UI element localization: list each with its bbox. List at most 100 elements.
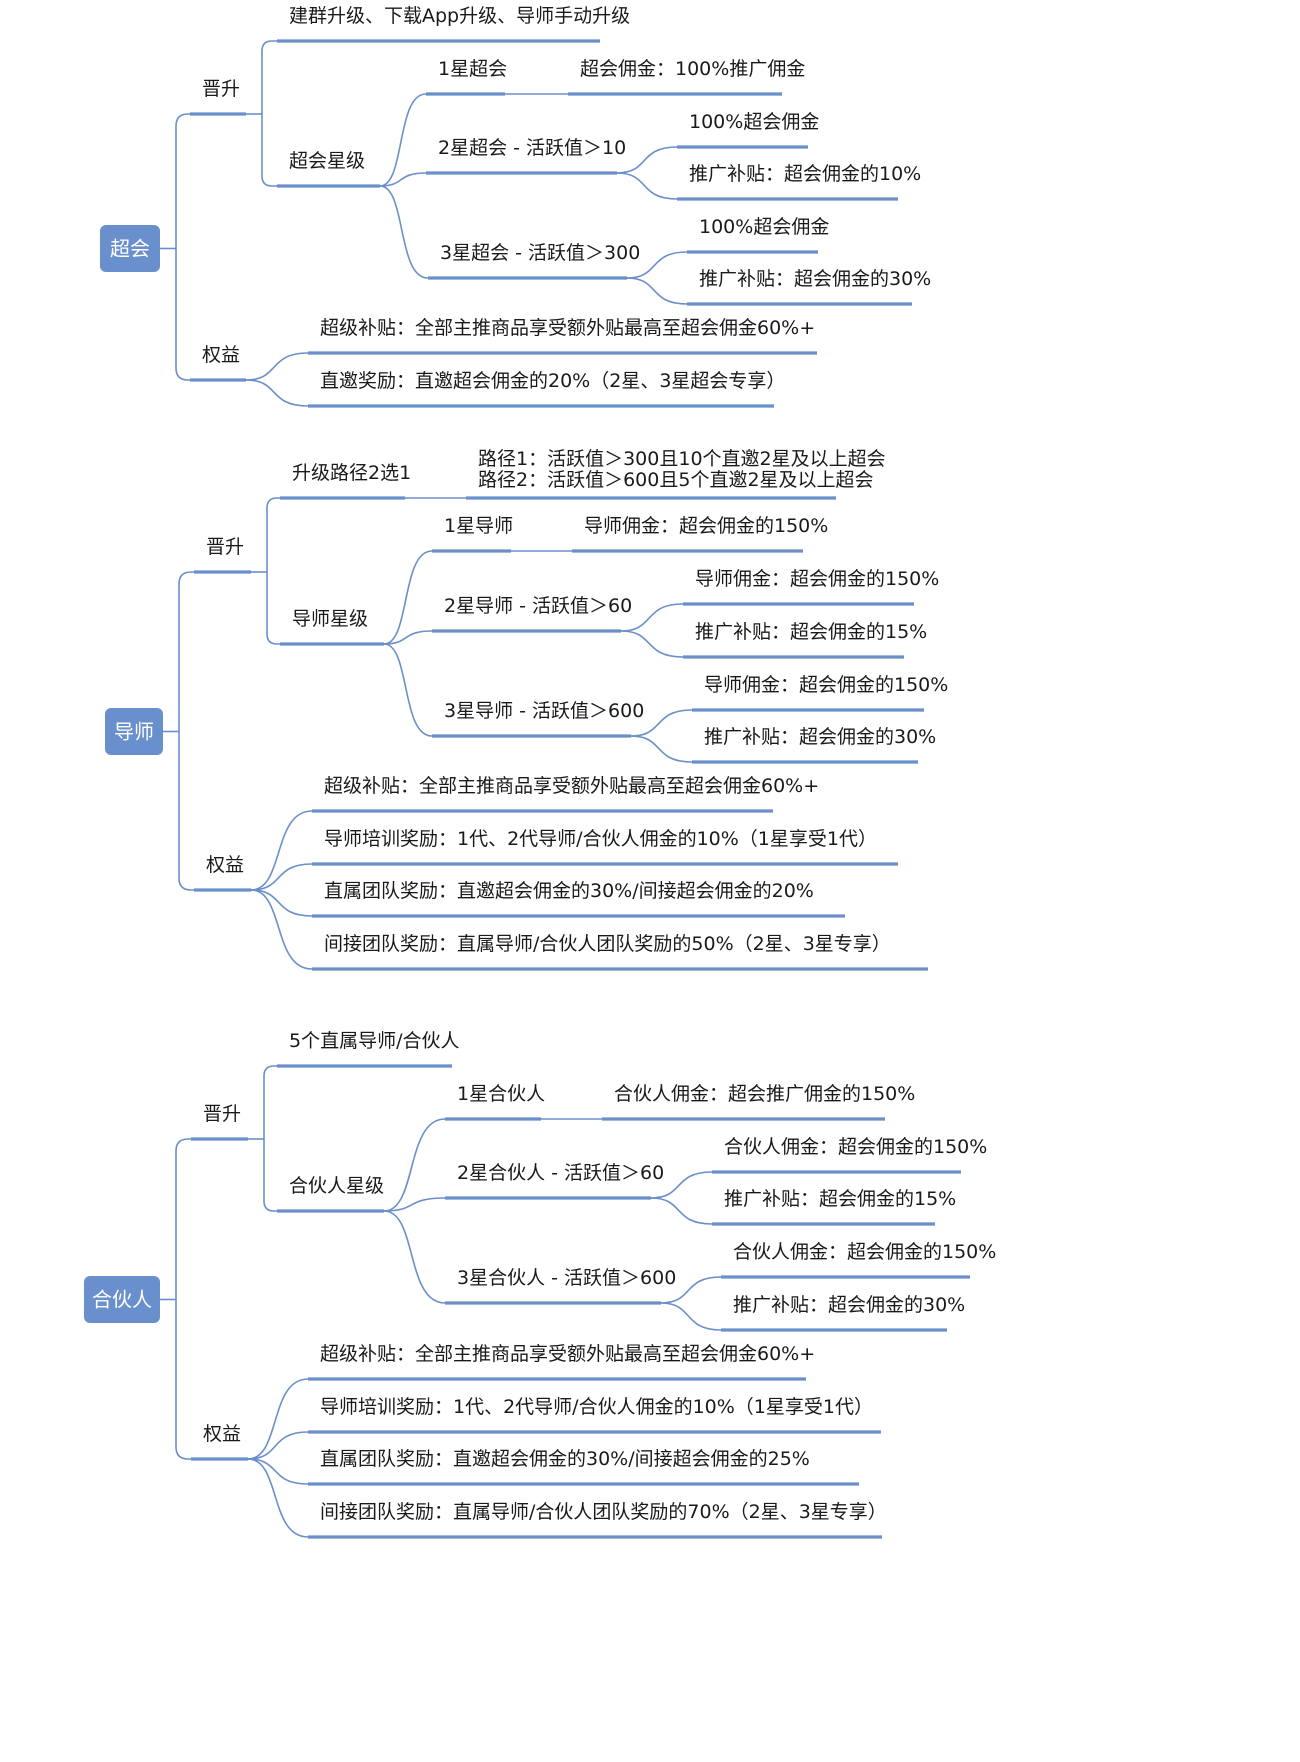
promotion-to-first — [263, 1065, 277, 1139]
level-node: 1星合伙人 — [457, 1083, 545, 1105]
reward-connector — [626, 251, 688, 279]
root-node-label: 合伙人 — [92, 1288, 152, 1312]
reward-connector — [620, 630, 684, 658]
benefit-item: 超级补贴：全部主推商品享受额外贴最高至超会佣金60%+ — [324, 775, 819, 797]
benefit-connector — [250, 889, 313, 970]
level-reward: 导师佣金：超会佣金的150% — [704, 674, 948, 696]
root-node-box — [84, 1276, 160, 1323]
level-node: 2星导师 - 活跃值＞60 — [444, 595, 632, 617]
benefit-connector — [247, 1458, 309, 1538]
benefit-item: 直属团队奖励：直邀超会佣金的30%/间接超会佣金的20% — [324, 880, 814, 902]
levels-label: 超会星级 — [289, 150, 365, 172]
spine-to-benefits — [175, 248, 190, 381]
reward-connector — [616, 172, 678, 200]
level-reward: 超会佣金：100%推广佣金 — [580, 58, 805, 80]
reward-connector — [626, 277, 688, 305]
levels-label: 合伙人星级 — [289, 1175, 384, 1197]
level-reward: 推广补贴：超会佣金的15% — [724, 1188, 956, 1210]
branch-promotion: 晋升 — [206, 536, 244, 558]
level-node: 1星导师 — [444, 515, 513, 537]
level-reward: 合伙人佣金：超会佣金的150% — [733, 1241, 996, 1263]
benefit-item: 超级补贴：全部主推商品享受额外贴最高至超会佣金60%+ — [320, 317, 815, 339]
benefit-connector — [245, 352, 309, 381]
level-reward: 推广补贴：超会佣金的10% — [689, 163, 921, 185]
reward-connector — [616, 146, 678, 174]
benefit-connector — [250, 810, 313, 891]
level-reward: 推广补贴：超会佣金的15% — [695, 621, 927, 643]
level-reward: 100%超会佣金 — [699, 216, 829, 238]
promotion-to-first — [266, 497, 280, 572]
connectors — [160, 40, 722, 1538]
benefit-item: 导师培训奖励：1代、2代导师/合伙人佣金的10%（1星享受1代） — [320, 1396, 873, 1418]
promotion-to-levels — [263, 1139, 277, 1212]
level-connector — [383, 643, 433, 737]
labels: 晋升权益建群升级、下载App升级、导师手动升级超会星级1星超会超会佣金：100%… — [202, 5, 996, 1523]
promotion-methods: 5个直属导师/合伙人 — [289, 1030, 460, 1052]
level-node: 2星超会 - 活跃值＞10 — [438, 137, 626, 159]
level-connector — [379, 172, 427, 187]
level-connector — [383, 630, 433, 645]
spine-to-promotion — [178, 571, 194, 732]
spine-to-benefits — [178, 731, 194, 891]
root-node-label: 导师 — [114, 720, 154, 744]
spine-to-promotion — [175, 1138, 191, 1300]
branch-promotion: 晋升 — [202, 78, 240, 100]
branch-benefits: 权益 — [206, 854, 244, 876]
branch-promotion: 晋升 — [203, 1103, 241, 1125]
benefit-connector — [247, 1431, 309, 1460]
promotion-to-levels — [266, 572, 280, 645]
upgrade-path-1: 路径1：活跃值＞300且10个直邀2星及以上超会 — [478, 448, 886, 470]
benefit-connector — [247, 1378, 309, 1460]
benefit-item: 间接团队奖励：直属导师/合伙人团队奖励的70%（2星、3星专享） — [320, 1501, 887, 1523]
benefit-connector — [247, 1458, 309, 1485]
level-node: 3星合伙人 - 活跃值＞600 — [457, 1267, 676, 1289]
root-node-label: 超会 — [110, 237, 150, 261]
level-connector — [379, 185, 429, 279]
branch-benefits: 权益 — [203, 1423, 241, 1445]
promotion-methods: 建群升级、下载App升级、导师手动升级 — [289, 5, 630, 27]
level-reward: 合伙人佣金：超会佣金的150% — [724, 1136, 987, 1158]
levels-label: 导师星级 — [292, 608, 368, 630]
level-reward: 推广补贴：超会佣金的30% — [733, 1294, 965, 1316]
promotion-to-first — [261, 40, 277, 114]
reward-connector — [630, 709, 693, 737]
level-connector — [383, 1197, 446, 1212]
spine-to-benefits — [175, 1299, 191, 1460]
reward-connector — [660, 1302, 722, 1331]
branch-benefits: 权益 — [202, 344, 240, 366]
underlines — [190, 39, 970, 1539]
benefit-connector — [245, 379, 309, 407]
benefit-item: 直属团队奖励：直邀超会佣金的30%/间接超会佣金的25% — [320, 1448, 810, 1470]
level-reward: 推广补贴：超会佣金的30% — [699, 268, 931, 290]
level-connector — [383, 550, 433, 645]
level-node: 2星合伙人 - 活跃值＞60 — [457, 1162, 664, 1184]
level-connector — [379, 93, 427, 187]
spine-to-promotion — [175, 113, 190, 249]
benefit-item: 直邀奖励：直邀超会佣金的20%（2星、3星超会专享） — [320, 370, 785, 392]
level-connector — [383, 1118, 446, 1212]
level-node: 3星导师 - 活跃值＞600 — [444, 700, 644, 722]
level-reward: 合伙人佣金：超会推广佣金的150% — [614, 1083, 915, 1105]
level-connector — [383, 1210, 446, 1304]
upgrade-paths-label: 升级路径2选1 — [292, 462, 411, 484]
upgrade-path-2: 路径2：活跃值＞600且5个直邀2星及以上超会 — [478, 469, 874, 491]
benefit-connector — [250, 863, 313, 891]
reward-connector — [630, 735, 693, 763]
reward-connector — [660, 1276, 722, 1304]
promotion-to-levels — [261, 114, 277, 187]
benefit-connector — [250, 889, 313, 917]
reward-connector — [620, 603, 684, 632]
level-node: 1星超会 — [438, 58, 507, 80]
level-node: 3星超会 - 活跃值＞300 — [440, 242, 640, 264]
benefit-item: 导师培训奖励：1代、2代导师/合伙人佣金的10%（1星享受1代） — [324, 828, 877, 850]
benefit-item: 超级补贴：全部主推商品享受额外贴最高至超会佣金60%+ — [320, 1343, 815, 1365]
benefit-item: 间接团队奖励：直属导师/合伙人团队奖励的50%（2星、3星专享） — [324, 933, 891, 955]
root-node-box — [100, 225, 160, 272]
level-reward: 导师佣金：超会佣金的150% — [584, 515, 828, 537]
level-reward: 导师佣金：超会佣金的150% — [695, 568, 939, 590]
level-reward: 推广补贴：超会佣金的30% — [704, 726, 936, 748]
root-node-box — [105, 708, 163, 755]
reward-connector — [650, 1197, 713, 1225]
